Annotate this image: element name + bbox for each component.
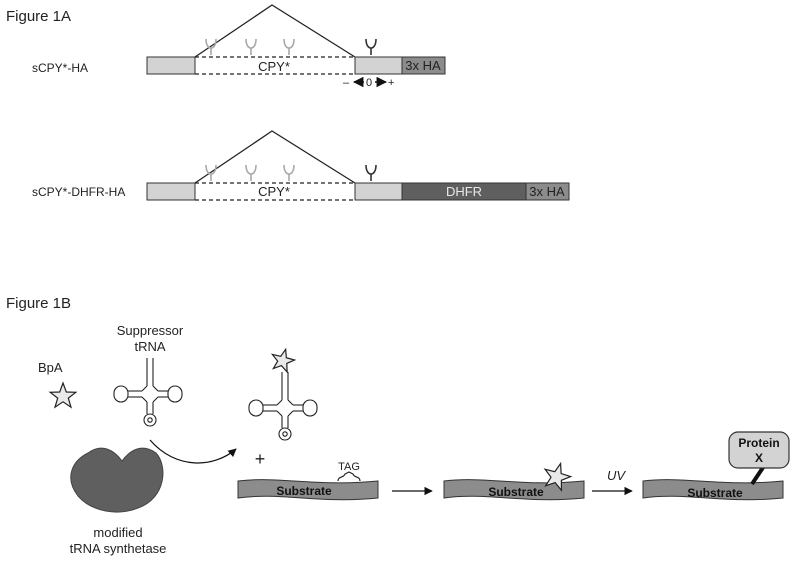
substrate-3-strand	[642, 479, 784, 501]
bpa-label: BpA	[38, 360, 63, 375]
charging-arrow	[149, 439, 237, 464]
substrate-1-label: Substrate	[276, 484, 332, 498]
scale-minus: –	[343, 77, 350, 89]
charged-trna-icon	[248, 371, 318, 441]
construct-1-tag-label: 3x HA	[405, 58, 441, 73]
construct-1-exon-left	[146, 56, 196, 75]
plus-sign: +	[255, 449, 266, 469]
protein-x-label-line2: X	[755, 451, 763, 465]
construct-2-deletion-loop	[194, 130, 356, 184]
substrate-1-strand	[237, 479, 379, 501]
suppressor-trna-icon	[113, 357, 183, 427]
trna-label-line1: Suppressor	[117, 323, 184, 338]
construct-scpy-ha: sCPY*-HA CPY* 3x HA – 0 +	[32, 4, 446, 89]
substrate-2-label: Substrate	[488, 485, 544, 499]
synthetase-icon	[70, 447, 164, 513]
glycan-icon	[245, 38, 257, 56]
glycan-icon	[245, 164, 257, 182]
construct-2-name: sCPY*-DHFR-HA	[32, 185, 125, 199]
tag-codon-label: TAG	[338, 461, 360, 473]
glycan-icon	[365, 164, 377, 182]
construct-1-ha-tag	[401, 56, 446, 75]
construct-1-exon-right	[354, 56, 403, 75]
construct-2-exon-right	[354, 182, 403, 201]
protein-x-label-line1: Protein	[738, 436, 779, 450]
bpa-star-icon	[48, 381, 78, 409]
trna-label-line2: tRNA	[134, 339, 165, 354]
construct-1-deletion-loop	[194, 4, 356, 58]
uv-label: UV	[607, 468, 626, 483]
glycan-icon	[283, 38, 295, 56]
construct-1-name: sCPY*-HA	[32, 61, 88, 75]
construct-2-cpy-label: CPY*	[258, 184, 290, 199]
substrate-3-label: Substrate	[687, 486, 743, 500]
synthetase-label-line2: tRNA synthetase	[70, 541, 167, 556]
glycan-icon	[205, 164, 217, 182]
glycan-icon	[205, 38, 217, 56]
construct-2-ha-tag	[525, 182, 570, 201]
figure-1b-title: Figure 1B	[6, 295, 71, 312]
glycan-icon	[365, 38, 377, 56]
charged-bpa-star-icon	[270, 347, 297, 374]
incorporated-bpa-star-icon	[543, 461, 573, 492]
glycan-icon	[283, 164, 295, 182]
figure-1a-title: Figure 1A	[6, 8, 71, 25]
tag-codon-bracket	[337, 471, 361, 482]
construct-2-exon-left	[146, 182, 196, 201]
construct-2-dhfr-label: DHFR	[446, 184, 482, 199]
construct-scpy-dhfr-ha: sCPY*-DHFR-HA CPY* DHFR 3x HA	[32, 130, 570, 201]
construct-2-tag-label: 3x HA	[529, 184, 565, 199]
protein-x-box	[728, 431, 790, 469]
synthetase-label-line1: modified	[93, 525, 142, 540]
construct-1-cpy-label: CPY*	[258, 59, 290, 74]
crosslink-bond	[750, 464, 766, 486]
scale-zero: 0	[366, 77, 372, 89]
scale-plus: +	[388, 77, 394, 89]
